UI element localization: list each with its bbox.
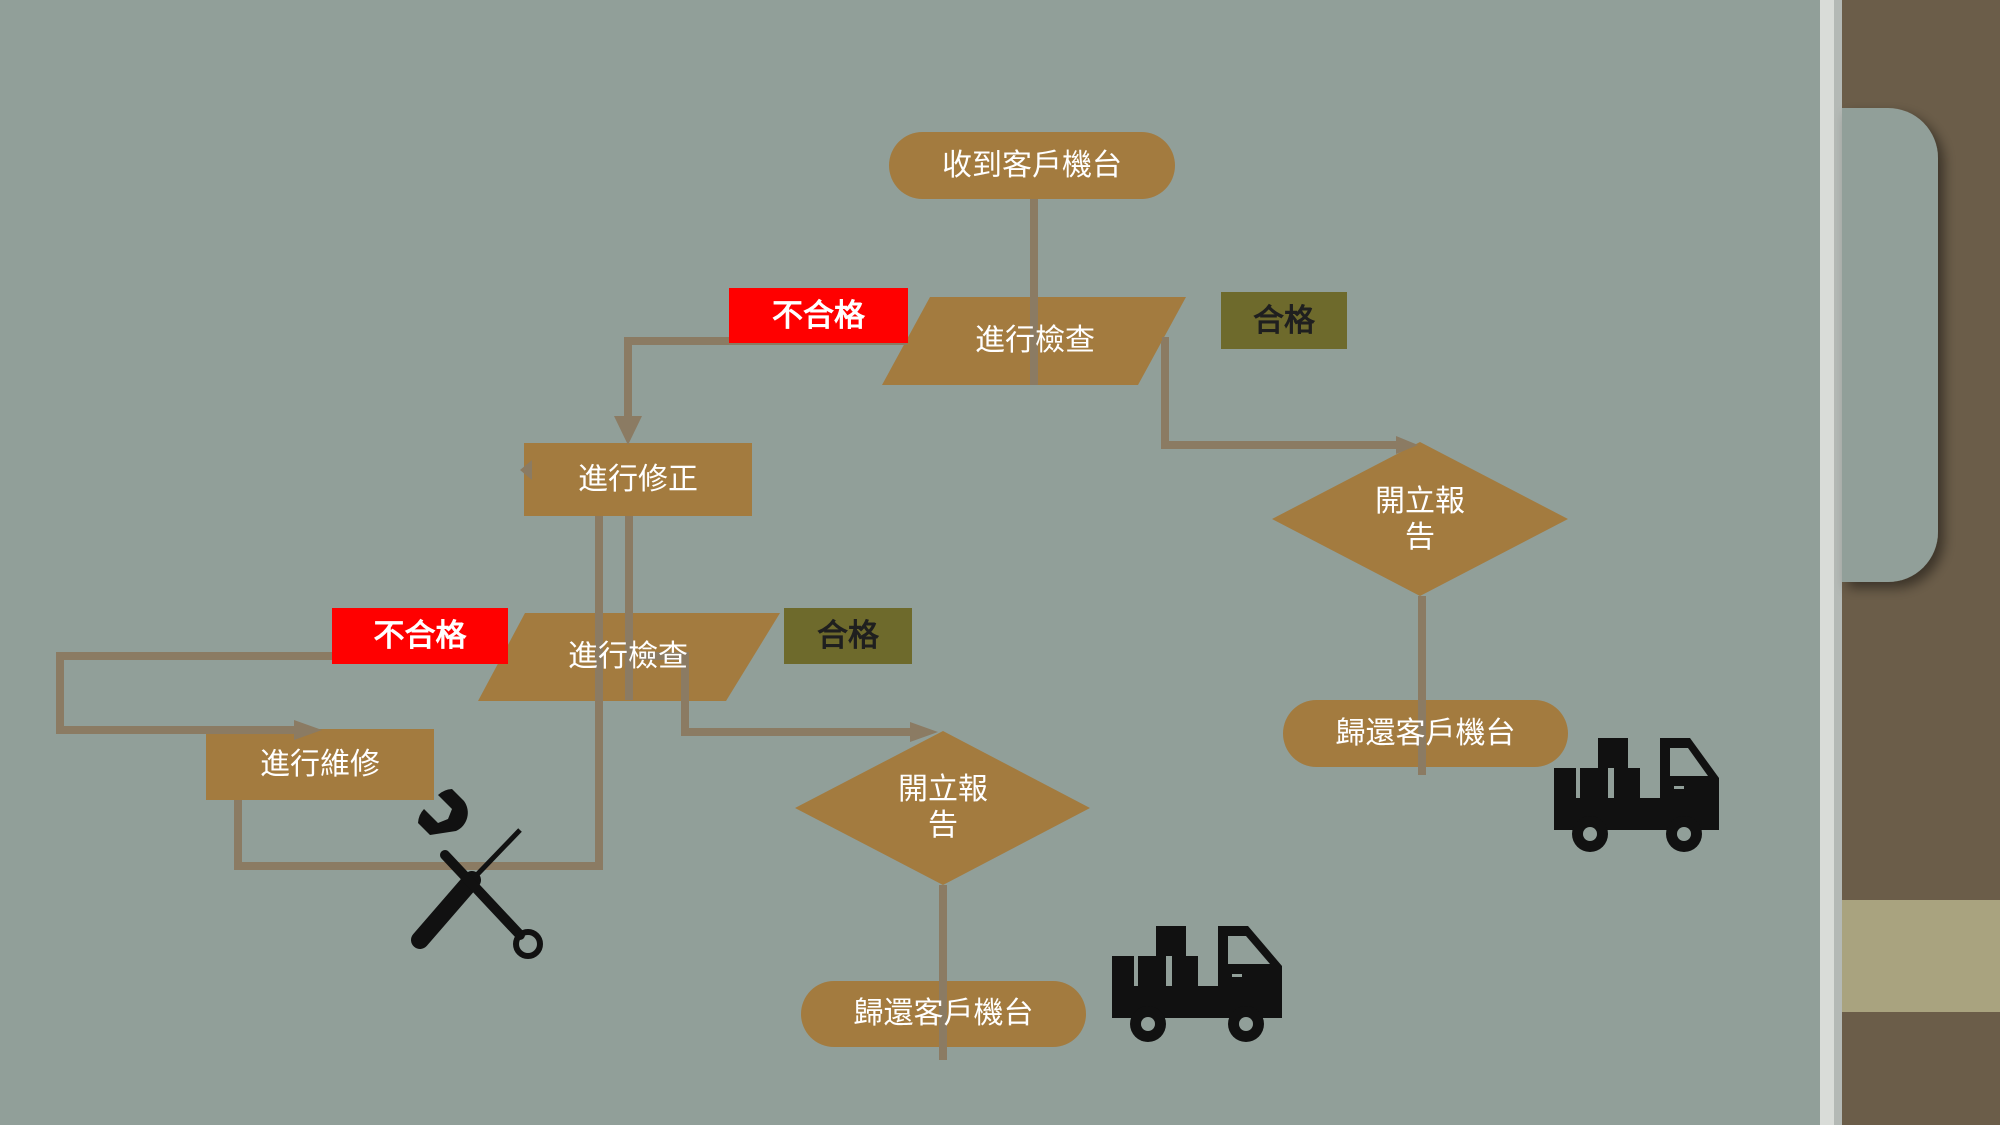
receive-node [889, 132, 1175, 199]
pass-tag-2 [784, 608, 912, 664]
report-node-1 [1272, 442, 1568, 596]
connector-loop-back [234, 516, 603, 870]
fail-tag-2 [332, 608, 508, 664]
delivery-truck-icon [1112, 926, 1282, 1042]
correct-node [524, 443, 752, 516]
connector-pass-report-2 [640, 652, 912, 736]
connector-pass-report [1161, 337, 1398, 449]
connector-fail-repair [56, 652, 505, 734]
connectors [56, 199, 1426, 1060]
side-panel [1820, 0, 2000, 1125]
pass-tag-1 [1221, 292, 1347, 349]
connector-fail-correct [624, 337, 907, 420]
repair-node [206, 729, 434, 800]
fail-tag-1 [729, 288, 908, 343]
report-node-2 [795, 731, 1090, 885]
wrench-screwdriver-icon [411, 789, 543, 959]
arrowheads [294, 416, 1418, 742]
delivery-truck-icon [1554, 738, 1719, 852]
